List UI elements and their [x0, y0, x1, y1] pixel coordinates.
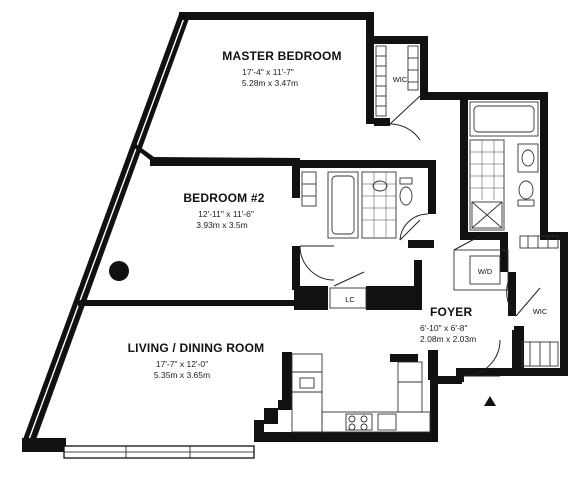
room-dimensions-ft: 6'-10" x 6'-8" [420, 323, 468, 333]
room-dimensions-m: 3.93m x 3.5m [196, 220, 248, 230]
master-bedroom-label: MASTER BEDROOM 17'-4" x 11'-7" 5.28m x 3… [222, 49, 341, 88]
bedroom2-label: BEDROOM #2 12'-11" x 11'-6" 3.93m x 3.5m [183, 191, 264, 230]
wic-foyer-label: WIC [533, 307, 548, 316]
room-dimensions-ft: 12'-11" x 11'-6" [198, 209, 254, 219]
living-label: LIVING / DINING ROOM 17'-7" x 12'-0" 5.3… [128, 341, 265, 380]
kitchen [291, 353, 431, 433]
bottom-window-wall [22, 438, 255, 459]
room-name: MASTER BEDROOM [222, 49, 341, 63]
linen-closet [329, 271, 367, 309]
washer-dryer-closet [453, 235, 509, 291]
master-bath [469, 101, 539, 231]
room-name: BEDROOM #2 [183, 191, 264, 205]
room-dimensions-ft: 17'-7" x 12'-0" [156, 359, 208, 369]
bedroom2-door [299, 245, 335, 281]
foyer-label: FOYER 6'-10" x 6'-8" 2.08m x 2.03m [420, 305, 476, 344]
structural-column [109, 261, 129, 281]
entry-door [463, 339, 501, 377]
linen-closet-label: LC [345, 295, 355, 304]
room-dimensions-m: 5.28m x 3.47m [242, 78, 298, 88]
room-dimensions-ft: 17'-4" x 11'-7" [242, 67, 294, 77]
room-name: LIVING / DINING ROOM [128, 341, 265, 355]
room-dimensions-m: 2.08m x 2.03m [420, 334, 476, 344]
foyer-wic [506, 235, 559, 367]
wic-master-label: WIC [393, 75, 408, 84]
washer-dryer-label: W/D [478, 267, 493, 276]
interior-walls [78, 44, 524, 410]
entry-arrow [484, 396, 496, 406]
master-wic [375, 45, 421, 141]
room-name: FOYER [430, 305, 472, 319]
bath-2 [301, 171, 429, 241]
room-dimensions-m: 5.35m x 3.65m [154, 370, 210, 380]
window-wall [22, 14, 190, 445]
